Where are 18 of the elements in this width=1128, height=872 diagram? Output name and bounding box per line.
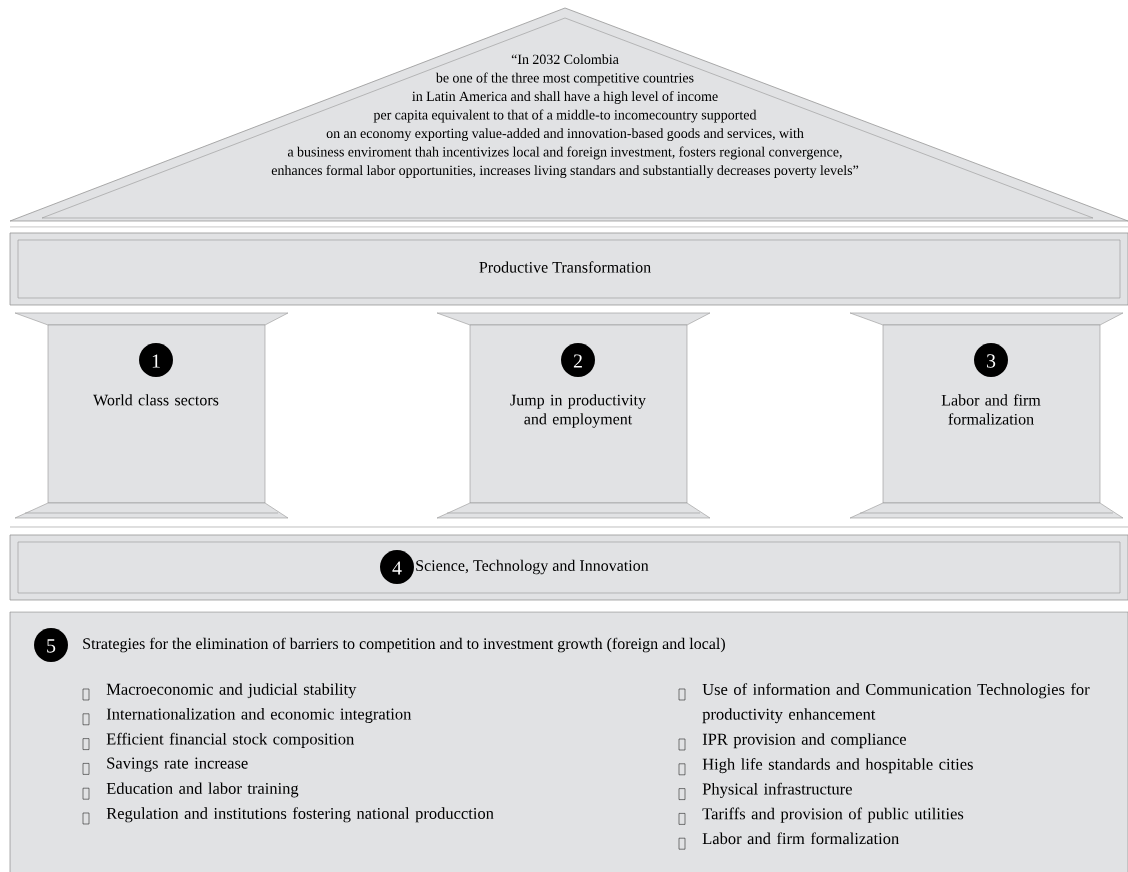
list-item: High life standards and hospitable cities <box>702 758 973 774</box>
list-item: Use of information and Communication Technologies for productivity enhancement <box>702 683 1090 724</box>
list-item: Efficient financial stock composition <box>106 732 355 748</box>
number-badge: 4 <box>380 550 414 584</box>
list-item: Macroeconomic and judicial stability <box>106 683 357 699</box>
band-label: Productive Transformation <box>479 261 651 273</box>
list-item: Education and labor training <box>106 782 299 798</box>
panel-heading: Strategies for the elimination of barriers to competition and to investment growth (foreign and local) <box>83 637 725 653</box>
list-item: Regulation and institutions fostering national producction <box>106 807 494 823</box>
quote-text: “In 2032 Colombia be one of the three most competitive countries in Latin America and shall have a high level of income per capita equivalent to that of a middle-to incomecountry supported on an economy exporting value-added and innovation-based goods and services, with a business enviroment thah incentivizes local and foreign investment, fosters regional convergence, enhances formal labor opportunities, increases living standars and substantially decreases poverty levels” <box>271 54 859 178</box>
band-label: Science, Technology and Innovation <box>416 559 649 575</box>
list-item: Labor and firm formalization <box>702 832 899 845</box>
list-item: Physical infrastructure <box>702 782 852 798</box>
list-item: IPR provision and compliance <box>702 733 906 749</box>
number-badge: 5 <box>34 628 68 662</box>
list-item: Savings rate increase <box>107 757 248 773</box>
list-item: Tariffs and provision of public utilities <box>702 807 964 823</box>
list-item: Internationalization and economic integration <box>106 708 412 723</box>
